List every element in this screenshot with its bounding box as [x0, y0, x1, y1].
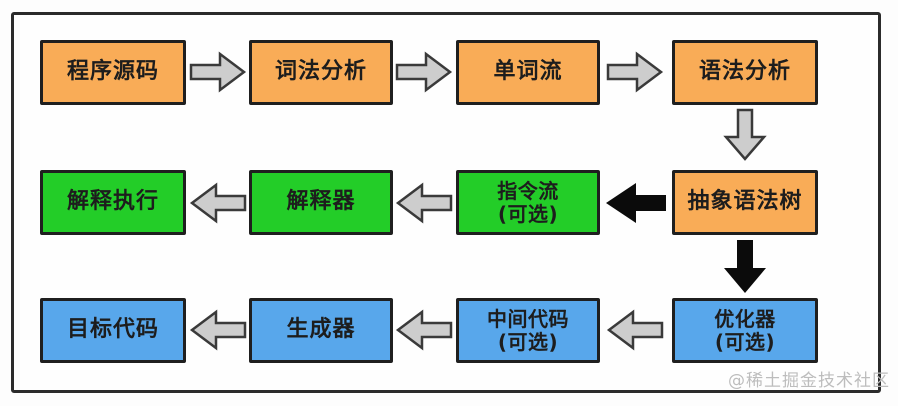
- node-intermediate-code: 中间代码 (可选): [456, 298, 600, 363]
- node-sublabel: (可选): [714, 329, 776, 354]
- node-lexical-analysis: 词法分析: [249, 40, 393, 105]
- node-syntax-analysis: 语法分析: [672, 40, 818, 105]
- node-interpreter: 解释器: [249, 170, 393, 235]
- node-interpret-execute: 解释执行: [40, 170, 186, 235]
- node-sublabel: (可选): [497, 329, 559, 354]
- node-label: 中间代码: [487, 306, 569, 331]
- watermark: @稀土掘金技术社区: [728, 371, 890, 391]
- arrow-right-icon: [606, 51, 664, 93]
- arrow-left-icon: [189, 182, 247, 224]
- node-program-source: 程序源码: [40, 40, 186, 105]
- node-label: 生成器: [286, 317, 356, 343]
- arrow-right-icon: [189, 51, 247, 93]
- node-label: 抽象语法树: [687, 189, 803, 215]
- arrow-left-black-icon: [606, 183, 666, 223]
- node-abstract-syntax-tree: 抽象语法树: [672, 170, 818, 235]
- arrow-down-black-icon: [724, 240, 766, 293]
- arrow-left-icon: [189, 309, 247, 351]
- node-label: 程序源码: [66, 59, 159, 85]
- node-label: 目标代码: [66, 317, 159, 343]
- arrow-left-icon: [395, 182, 453, 224]
- node-instruction-stream: 指令流 (可选): [456, 170, 600, 235]
- node-optimizer: 优化器 (可选): [672, 298, 818, 363]
- node-label: 词法分析: [274, 59, 367, 85]
- node-label: 指令流: [497, 178, 559, 203]
- node-sublabel: (可选): [497, 201, 559, 226]
- node-label: 解释执行: [66, 189, 159, 215]
- arrow-right-icon: [395, 51, 453, 93]
- node-target-code: 目标代码: [40, 298, 186, 363]
- node-token-stream: 单词流: [456, 40, 600, 105]
- arrow-left-icon: [606, 309, 664, 351]
- node-generator: 生成器: [249, 298, 393, 363]
- node-label: 单词流: [493, 59, 563, 85]
- arrow-left-icon: [395, 309, 453, 351]
- node-label: 解释器: [286, 189, 356, 215]
- arrow-down-icon: [723, 108, 767, 161]
- node-label: 语法分析: [698, 59, 791, 85]
- node-label: 优化器: [714, 306, 776, 331]
